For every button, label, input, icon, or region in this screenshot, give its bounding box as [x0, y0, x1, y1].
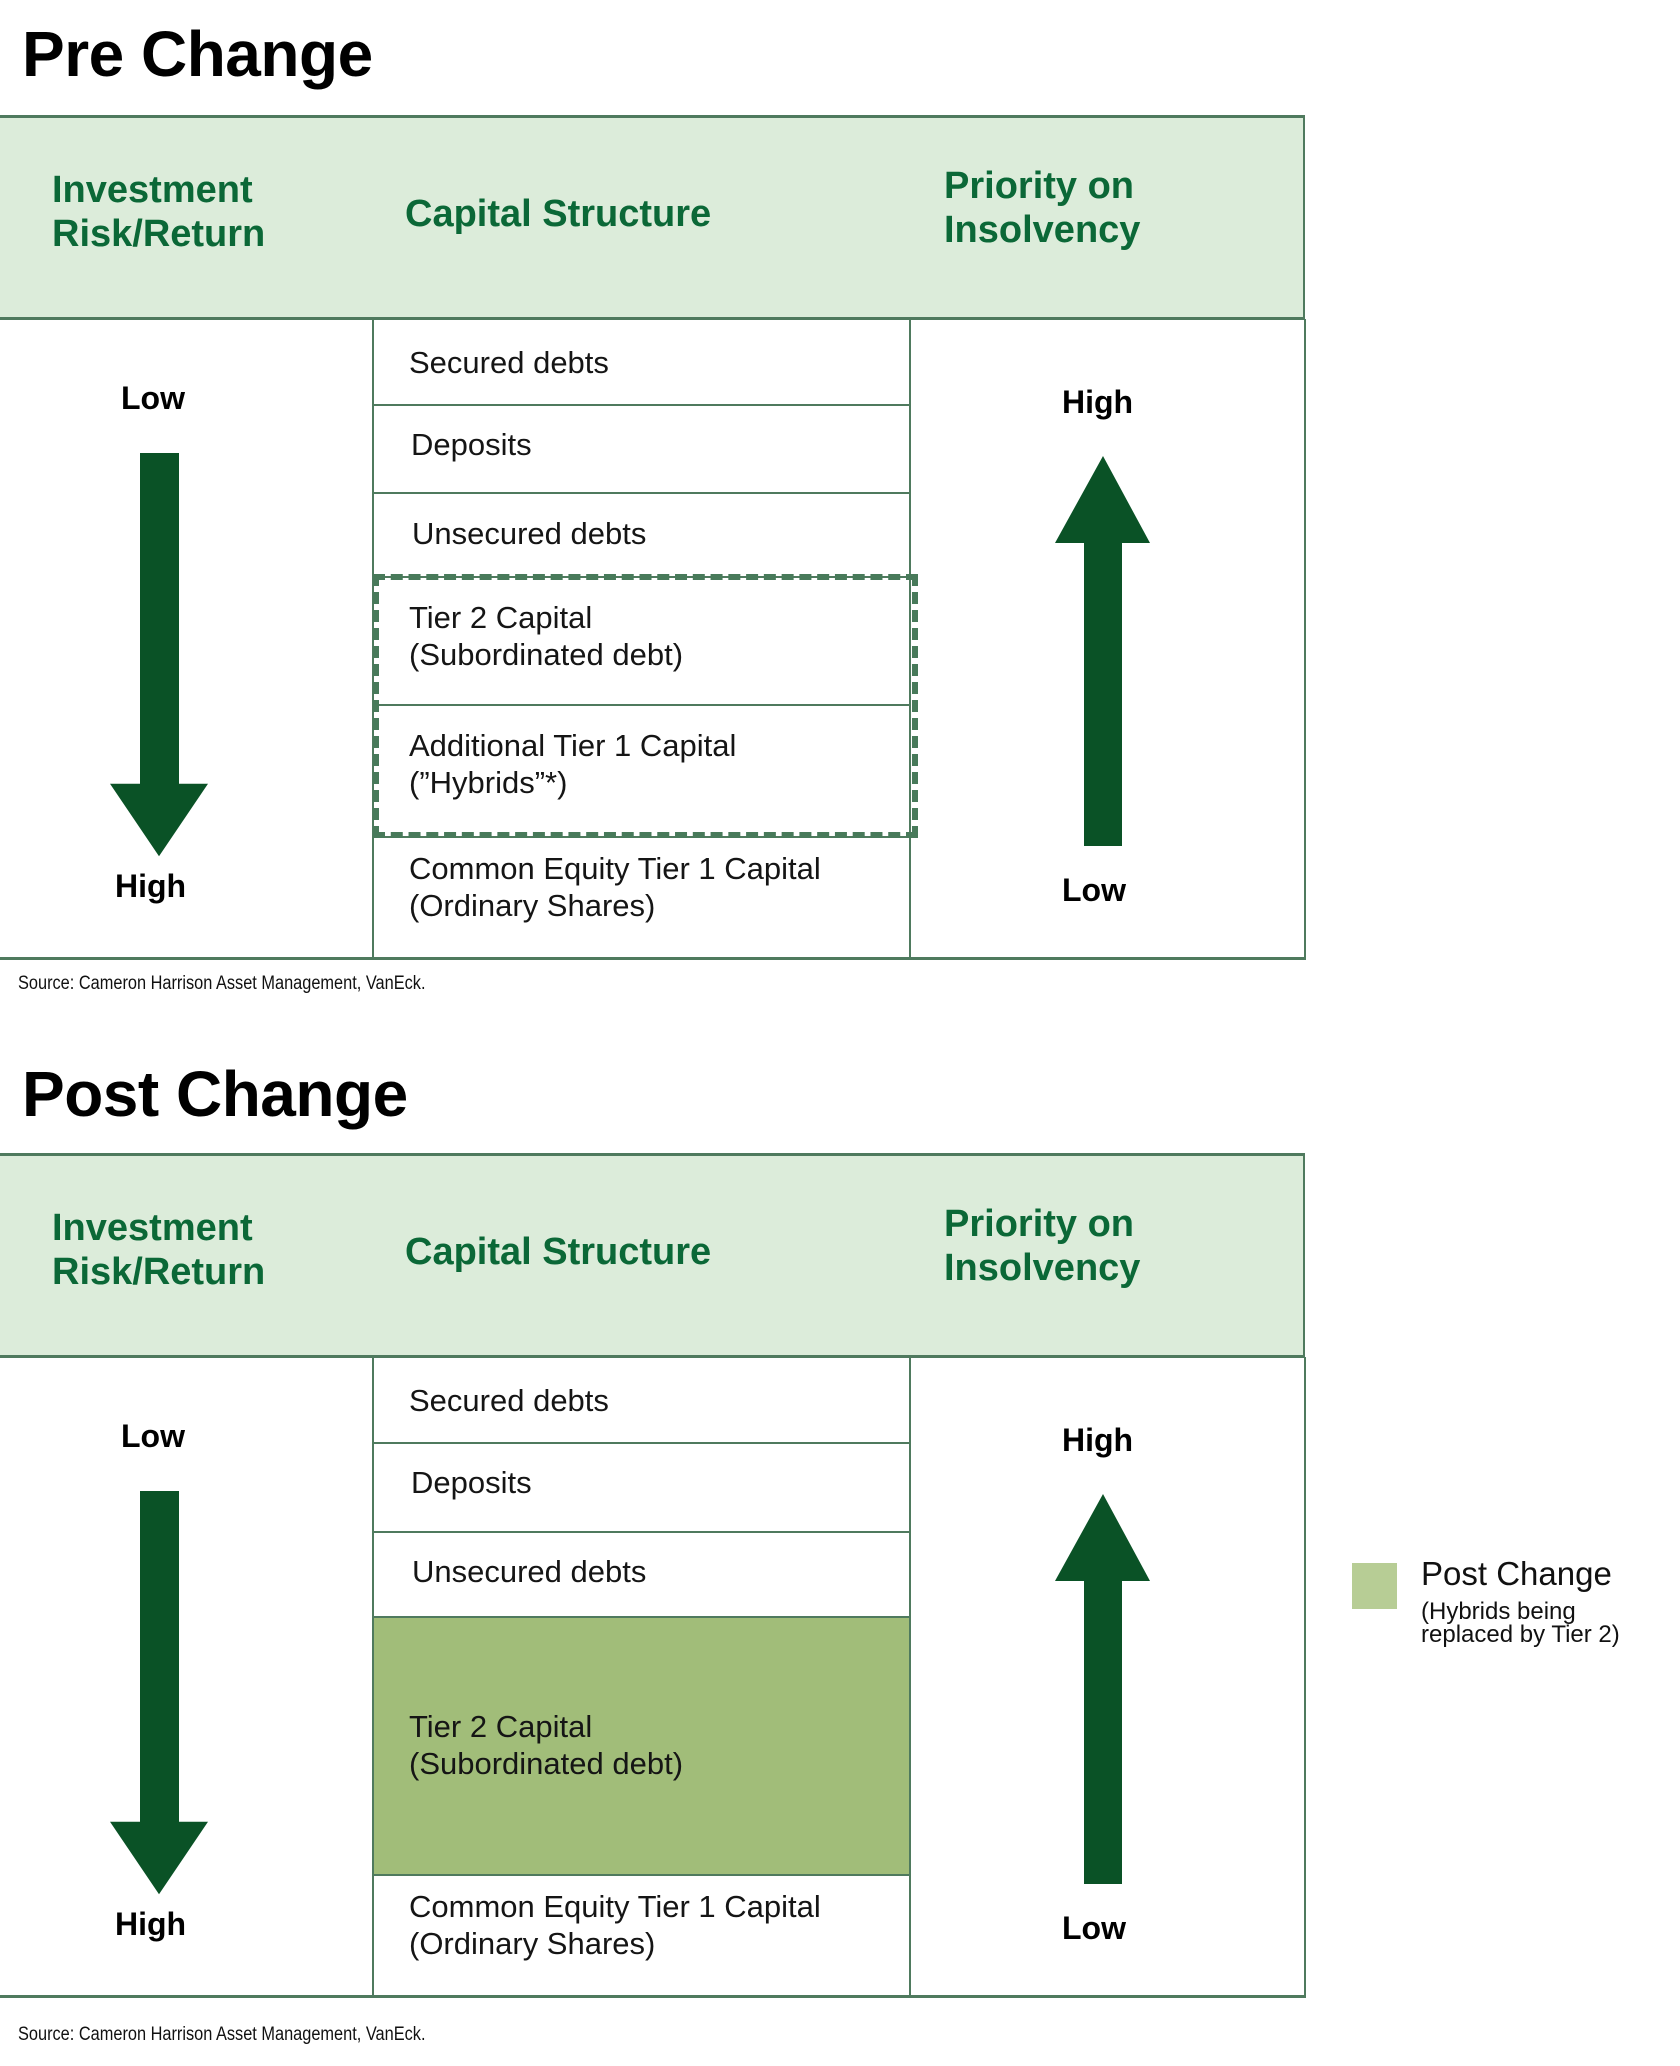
pre-header-capital-structure: Capital Structure — [405, 193, 712, 235]
pre-row-common-equity-tier1: Common Equity Tier 1 Capital (Ordinary S… — [409, 850, 821, 924]
pre-risk-top-label: Low — [121, 380, 185, 416]
arrow-up-icon — [1055, 456, 1150, 846]
header-risk-line1: Investment — [52, 1207, 253, 1249]
post-priority-bottom-label: Low — [1062, 1910, 1126, 1946]
post-header-band: Investment Risk/Return Capital Structure… — [0, 1153, 1305, 1358]
post-risk-top-label: Low — [121, 1418, 185, 1454]
row-line2: (Ordinary Shares) — [409, 888, 656, 923]
post-change-title: Post Change — [22, 1058, 408, 1130]
pre-change-diagram: Investment Risk/Return Capital Structure… — [0, 115, 1306, 960]
row-line1: Tier 2 Capital — [409, 1709, 593, 1744]
row-line1: Common Equity Tier 1 Capital — [409, 851, 821, 886]
header-priority-line1: Priority on — [944, 1203, 1135, 1245]
legend-title: Post Change — [1421, 1555, 1612, 1592]
pre-row-secured-debts: Secured debts — [409, 345, 609, 380]
post-col-divider-left — [372, 1357, 374, 1997]
header-priority-line2: Insolvency — [944, 1247, 1141, 1289]
pre-source-note: Source: Cameron Harrison Asset Managemen… — [18, 973, 426, 994]
pre-row-tier2-capital: Tier 2 Capital (Subordinated debt) — [409, 599, 683, 673]
post-row-secured-debts: Secured debts — [409, 1383, 609, 1418]
row-line2: (Subordinated debt) — [409, 637, 684, 672]
pre-row-deposits: Deposits — [411, 427, 532, 462]
post-body — [0, 1357, 1306, 1998]
header-priority-line2: Insolvency — [944, 209, 1141, 251]
post-row-divider — [373, 1442, 911, 1444]
pre-header-band: Investment Risk/Return Capital Structure… — [0, 115, 1305, 320]
post-priority-top-label: High — [1062, 1422, 1134, 1458]
pre-row-unsecured-debts: Unsecured debts — [412, 516, 647, 551]
row-line2: (”Hybrids”*) — [409, 765, 568, 800]
arrow-down-icon — [110, 453, 208, 857]
pre-row-divider — [373, 492, 911, 494]
post-row-unsecured-debts: Unsecured debts — [412, 1554, 647, 1589]
pre-priority-top-label: High — [1062, 384, 1134, 420]
header-risk-line1: Investment — [52, 169, 253, 211]
hybrids-dashed-highlight — [373, 574, 918, 838]
legend-swatch-post-change — [1352, 1563, 1397, 1609]
post-row-divider — [373, 1531, 911, 1533]
pre-change-title: Pre Change — [22, 18, 373, 90]
row-line2: (Subordinated debt) — [409, 1746, 684, 1781]
tier2-post-change-fill — [373, 1617, 910, 1875]
header-risk-line2: Risk/Return — [52, 1251, 266, 1293]
legend-sub-line2: replaced by Tier 2) — [1421, 1621, 1620, 1648]
pre-header-risk-return: Investment Risk/Return — [52, 168, 265, 256]
pre-risk-bottom-label: High — [115, 868, 187, 904]
post-row-divider — [373, 1874, 911, 1876]
post-risk-bottom-label: High — [115, 1906, 187, 1942]
post-col-divider-right — [909, 1357, 911, 1997]
row-line1: Common Equity Tier 1 Capital — [409, 1889, 821, 1924]
row-line1: Additional Tier 1 Capital — [409, 728, 737, 763]
pre-row-divider — [373, 404, 911, 406]
pre-body — [0, 319, 1306, 960]
header-risk-line2: Risk/Return — [52, 213, 266, 255]
post-header-capital-structure: Capital Structure — [405, 1231, 712, 1273]
pre-header-priority: Priority on Insolvency — [944, 164, 1140, 252]
post-header-risk-return: Investment Risk/Return — [52, 1206, 265, 1294]
arrow-up-icon — [1055, 1494, 1150, 1884]
pre-row-additional-tier1: Additional Tier 1 Capital (”Hybrids”*) — [409, 727, 736, 801]
post-header-priority: Priority on Insolvency — [944, 1202, 1140, 1290]
pre-col-divider-right — [909, 319, 911, 959]
pre-row-divider — [373, 704, 911, 706]
arrow-down-icon — [110, 1491, 208, 1895]
header-priority-line1: Priority on — [944, 165, 1135, 207]
row-line2: (Ordinary Shares) — [409, 1926, 656, 1961]
row-line1: Tier 2 Capital — [409, 600, 593, 635]
post-change-diagram: Investment Risk/Return Capital Structure… — [0, 1153, 1306, 1998]
legend-subtitle: (Hybrids being replaced by Tier 2) — [1421, 1598, 1620, 1648]
post-row-common-equity-tier1: Common Equity Tier 1 Capital (Ordinary S… — [409, 1888, 821, 1962]
post-row-divider — [373, 1616, 911, 1618]
post-row-tier2-capital: Tier 2 Capital (Subordinated debt) — [409, 1708, 683, 1782]
post-row-deposits: Deposits — [411, 1465, 532, 1500]
legend-sub-line1: (Hybrids being — [1421, 1598, 1576, 1625]
post-source-note: Source: Cameron Harrison Asset Managemen… — [18, 2024, 426, 2045]
pre-priority-bottom-label: Low — [1062, 872, 1126, 908]
